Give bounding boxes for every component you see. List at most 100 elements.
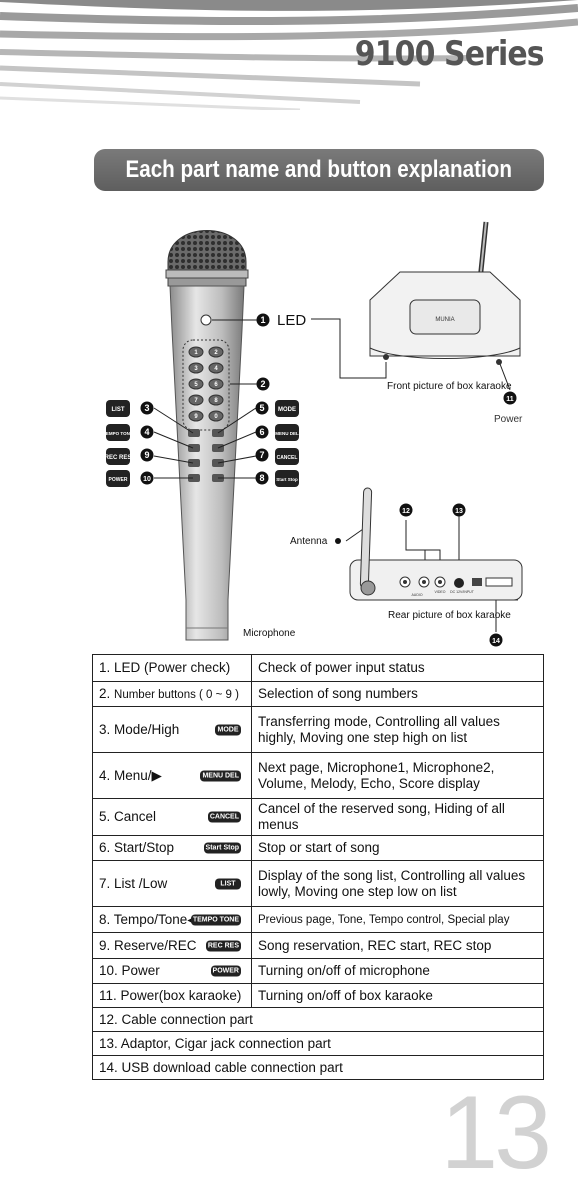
table-row: 1. LED (Power check) Check of power inpu… xyxy=(92,654,544,682)
mic-key xyxy=(188,362,204,374)
cancel-button-icon: CANCEL xyxy=(207,811,241,823)
callout-circle xyxy=(452,503,466,517)
callout-circle xyxy=(399,503,413,517)
callout-circle xyxy=(140,471,154,485)
mic-key xyxy=(208,362,224,374)
callout-circle xyxy=(256,377,270,391)
mic-key-label: 3 xyxy=(194,366,198,372)
microphone-drawing xyxy=(165,230,249,641)
mic-key xyxy=(208,410,224,422)
mode-button-icon: MODE xyxy=(215,724,241,735)
part-description: Display of the song list, Controlling al… xyxy=(251,860,544,907)
table-row: 2. Number buttons ( 0 ~ 9 ) Selection of… xyxy=(92,681,544,707)
part-name: 2. Number buttons ( 0 ~ 9 ) xyxy=(92,681,252,707)
part-description: Selection of song numbers xyxy=(251,681,544,707)
mic-key xyxy=(188,394,204,406)
menu-del-button-icon: MENU DEL xyxy=(275,431,299,436)
mic-key xyxy=(208,394,224,406)
callout-number: 13 xyxy=(455,508,463,515)
mic-key-label: 6 xyxy=(214,382,218,388)
banner-title: Each part name and button explanation xyxy=(125,156,513,183)
mic-key-label: 1 xyxy=(194,350,198,356)
table-row: 4. Menu/▶MENU DEL Next page, Microphone1… xyxy=(92,752,544,799)
table-row: 14. USB download cable connection part xyxy=(92,1055,544,1080)
microphone-label: Microphone xyxy=(243,628,296,639)
start-stop-button-icon: Start Stop xyxy=(203,842,241,854)
callout-number: 11 xyxy=(506,396,514,403)
callout-number: 6 xyxy=(259,427,264,437)
table-row: 11. Power(box karaoke) Turning on/off of… xyxy=(92,983,544,1008)
part-name-full: 12. Cable connection part xyxy=(92,1007,544,1032)
list-button-icon: LIST xyxy=(215,878,241,889)
callout-number: 12 xyxy=(402,508,410,515)
mic-key-label: 9 xyxy=(194,414,198,420)
callout-number: 3 xyxy=(144,403,149,413)
part-name: 11. Power(box karaoke) xyxy=(92,983,252,1008)
mic-key-label: 2 xyxy=(214,350,218,356)
part-description: Transferring mode, Controlling all value… xyxy=(251,706,544,753)
callout-number: 2 xyxy=(260,379,265,389)
callout-number: 5 xyxy=(259,403,264,413)
callout-number: 10 xyxy=(143,476,151,483)
part-name-full: 14. USB download cable connection part xyxy=(92,1055,544,1080)
part-description: Check of power input status xyxy=(251,654,544,682)
callout-circle xyxy=(255,448,269,462)
power-button-icon: POWER xyxy=(109,477,128,483)
callout-number: 7 xyxy=(259,450,264,460)
rear-port-dc: DC 12V/INPUT xyxy=(450,590,475,594)
side-button-icons: LIST TEMPO TONE REC RES POWER MODE MENU … xyxy=(103,400,299,487)
series-title: 9100 Series xyxy=(355,34,545,74)
callout-circle xyxy=(140,425,154,439)
start-stop-button-icon: Start Stop xyxy=(276,477,298,482)
mic-key xyxy=(208,378,224,390)
part-name: 4. Menu/▶MENU DEL xyxy=(92,752,252,799)
part-description: Stop or start of song xyxy=(251,835,544,861)
microphone-function-keys xyxy=(188,429,224,482)
callout-number: 9 xyxy=(144,450,149,460)
callout-number: 14 xyxy=(492,638,500,645)
part-name: 8. Tempo/Tone◀TEMPO TONE xyxy=(92,906,252,933)
box-karaoke-rear-drawing: AUDIO VIDEO DC 12V/INPUT xyxy=(349,487,523,601)
callout-circle xyxy=(503,391,517,405)
callout-circle xyxy=(489,633,503,647)
callout-number: 4 xyxy=(144,427,149,437)
antenna-label: Antenna xyxy=(290,536,328,547)
rec-res-button-icon: REC RES xyxy=(205,940,241,951)
table-row: 13. Adaptor, Cigar jack connection part xyxy=(92,1031,544,1056)
table-row: 8. Tempo/Tone◀TEMPO TONE Previous page, … xyxy=(92,906,544,933)
power-button-icon: POWER xyxy=(210,965,241,977)
mode-button-icon: MODE xyxy=(278,407,296,413)
table-row: 12. Cable connection part xyxy=(92,1007,544,1032)
part-description: Turning on/off of box karaoke xyxy=(251,983,544,1008)
callout-number: 1 xyxy=(260,315,265,325)
mic-key-label: 5 xyxy=(194,382,198,388)
part-description: Previous page, Tone, Tempo control, Spec… xyxy=(251,906,544,933)
rear-port-audio: AUDIO xyxy=(411,593,422,597)
power-label: Power xyxy=(494,414,523,425)
callout-circle xyxy=(255,401,269,415)
tempo-tone-button-icon: TEMPO TONE xyxy=(190,914,241,925)
part-description: Next page, Microphone1, Microphone2, Vol… xyxy=(251,752,544,799)
mic-key-label: 0 xyxy=(214,414,218,420)
cancel-button-icon: CANCEL xyxy=(277,455,298,461)
callout-circle xyxy=(140,448,154,462)
part-name-full: 13. Adaptor, Cigar jack connection part xyxy=(92,1031,544,1056)
rec-res-button-icon: REC RES xyxy=(105,455,132,461)
rear-caption: Rear picture of box karaoke xyxy=(388,610,511,621)
section-banner: Each part name and button explanation xyxy=(94,149,544,191)
list-button-icon: LIST xyxy=(112,407,125,413)
box-karaoke-front-drawing: MUNIA xyxy=(369,221,521,365)
callout-circle xyxy=(140,401,154,415)
callout-circle xyxy=(256,313,270,327)
mic-key xyxy=(188,346,204,358)
